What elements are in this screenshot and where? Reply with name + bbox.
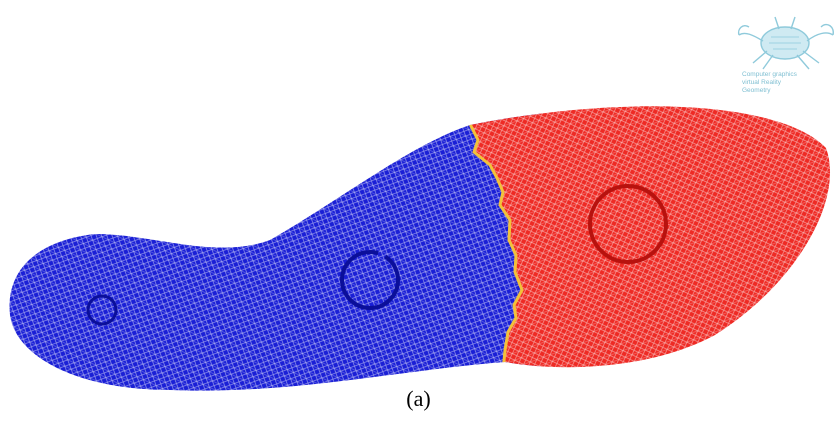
left-region (9, 106, 540, 391)
logo-text-line-3: Geometry (742, 87, 771, 94)
crab-logo-icon (737, 16, 835, 70)
logo-text: Computer graphics virtual Reality Geomet… (742, 71, 798, 94)
segmentation-boundary (466, 119, 524, 373)
sole-mesh (9, 106, 831, 391)
left-circle-feature (86, 294, 118, 326)
figure-caption: (a) (406, 386, 431, 411)
logo-text-line-1: Computer graphics (742, 71, 798, 78)
logo-text-line-2: virtual Reality (742, 79, 782, 86)
right-region (468, 106, 831, 372)
right-circle-feature (588, 184, 668, 264)
middle-circle-feature (340, 250, 400, 310)
